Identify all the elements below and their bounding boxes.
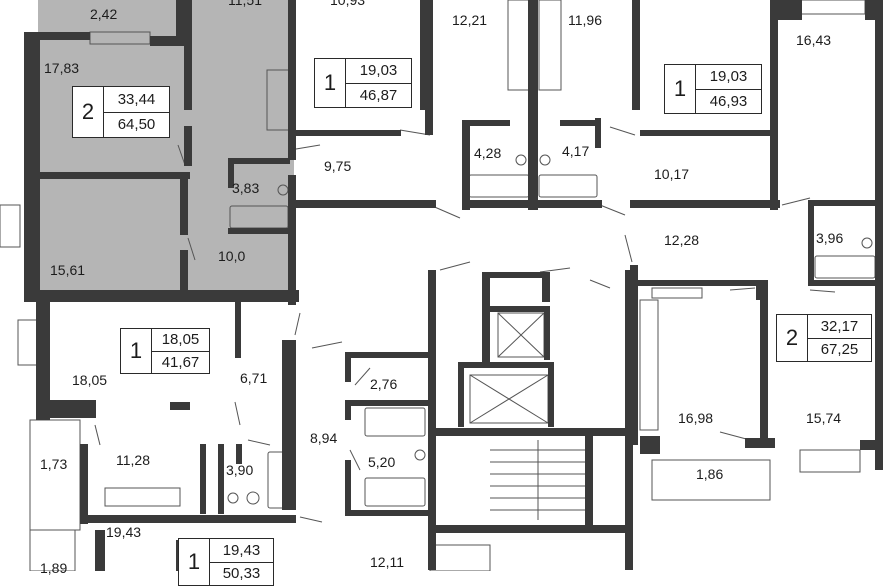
apartment-info-box[interactable]: 2 33,44 64,50 (72, 86, 170, 138)
room-area-label: 1,73 (40, 456, 68, 472)
room-count: 1 (187, 549, 201, 574)
room-area-label: 3,90 (226, 462, 254, 478)
room-count: 1 (129, 338, 143, 363)
room-count: 2 (785, 325, 799, 350)
apartment-areas: 33,44 64,50 (103, 87, 169, 137)
room-area-label: 4,28 (474, 145, 502, 161)
room-area-label: 11,28 (116, 452, 150, 468)
room-area-label: 4,17 (562, 143, 590, 159)
room-area-label: 10,0 (218, 248, 246, 264)
room-area-label: 5,20 (368, 454, 396, 470)
room-area-label: 18,05 (72, 372, 108, 388)
living-area: 19,43 (222, 541, 261, 559)
room-area-label: 15,74 (806, 410, 842, 426)
apartment-info-box[interactable]: 2 32,17 67,25 (776, 314, 872, 362)
room-area-label: 3,96 (816, 230, 844, 246)
living-area: 18,05 (161, 331, 200, 349)
room-area-label: 6,71 (240, 370, 268, 386)
room-area-label: 8,94 (310, 430, 338, 446)
living-area: 19,03 (709, 68, 748, 86)
apartment-info-box[interactable]: 1 19,03 46,87 (314, 58, 412, 108)
room-area-label: 1,86 (696, 466, 724, 482)
apartment-info-box[interactable]: 1 19,43 50,33 (178, 538, 274, 586)
room-area-label: 12,28 (664, 232, 700, 248)
room-count: 2 (81, 99, 95, 124)
apartment-areas: 19,43 50,33 (209, 539, 273, 585)
total-area: 50,33 (210, 561, 273, 586)
room-area-label: 12,21 (452, 12, 488, 28)
room-area-label: 11,96 (568, 12, 602, 28)
room-area-label: 9,75 (324, 158, 352, 174)
room-area-label: 17,83 (44, 60, 80, 76)
room-area-label: 1,89 (40, 560, 68, 576)
apartment-areas: 19,03 46,87 (345, 59, 411, 107)
room-area-label: 10,93 (330, 0, 366, 8)
living-area: 32,17 (820, 317, 859, 335)
room-area-label: 11,51 (228, 0, 262, 8)
apartment-areas: 18,05 41,67 (151, 329, 209, 373)
apartment-areas: 32,17 67,25 (807, 315, 871, 361)
room-area-label: 3,83 (232, 180, 260, 196)
living-area: 19,03 (359, 62, 398, 80)
room-area-label: 2,76 (370, 376, 398, 392)
room-area-label: 2,42 (90, 6, 118, 22)
room-area-label: 16,98 (678, 410, 714, 426)
room-area-label: 10,17 (654, 166, 690, 182)
apartment-areas: 19,03 46,93 (695, 65, 761, 113)
room-area-label: 19,43 (106, 524, 142, 540)
room-count: 1 (673, 76, 687, 101)
total-area: 64,50 (104, 111, 169, 138)
room-area-label: 15,61 (50, 262, 86, 278)
apartment-info-box[interactable]: 1 18,05 41,67 (120, 328, 210, 374)
total-area: 67,25 (808, 337, 871, 362)
total-area: 46,93 (696, 88, 761, 114)
room-area-label: 12,11 (370, 554, 404, 570)
living-area: 33,44 (117, 90, 156, 108)
room-area-label: 16,43 (796, 32, 832, 48)
total-area: 41,67 (152, 350, 209, 374)
total-area: 46,87 (346, 82, 411, 108)
room-count: 1 (323, 70, 337, 95)
apartment-info-box[interactable]: 1 19,03 46,93 (664, 64, 762, 114)
